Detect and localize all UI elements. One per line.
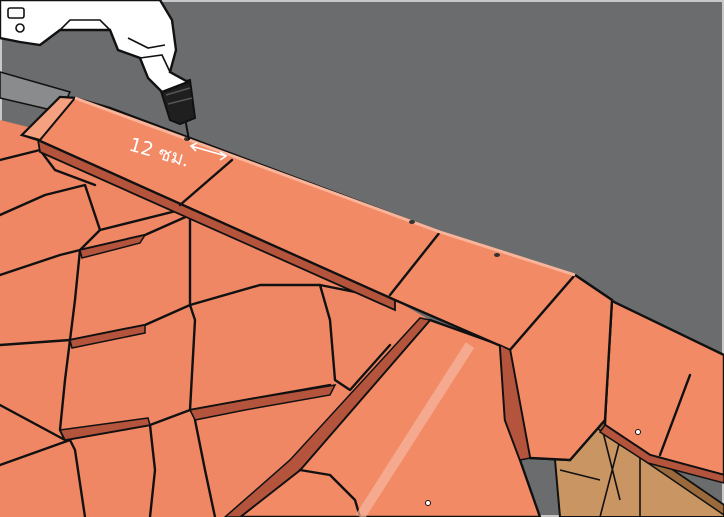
screw-hole [494,253,500,257]
screw-hole [409,220,415,224]
